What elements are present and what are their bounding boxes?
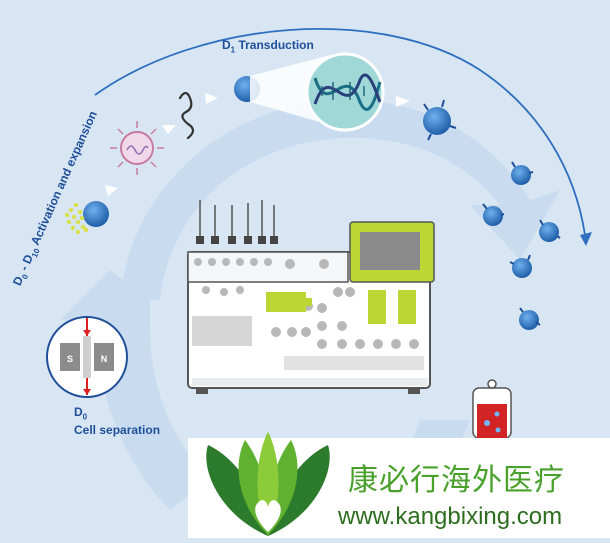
magnet-south-label: S: [67, 354, 73, 364]
virus-icon: [110, 121, 164, 175]
cell-processing-instrument: [187, 200, 435, 394]
brand-name: 康必行海外医疗: [348, 463, 565, 498]
day-number: 1: [230, 45, 236, 55]
day-number: 0: [82, 412, 88, 422]
cell-receptors: [423, 99, 561, 326]
magnet-north-label: N: [101, 354, 108, 364]
transduction-label: D1 Transduction: [222, 38, 314, 54]
cell-infusion-bag: [472, 379, 512, 439]
separation-label: Cell separation: [74, 423, 161, 437]
step-arrow: [162, 125, 176, 134]
step-arrow: [105, 185, 118, 196]
expanded-cells: [423, 107, 559, 330]
outer-arc-arrowhead: [580, 232, 592, 246]
brand-url: www.kangbixing.com: [338, 503, 563, 530]
lotus-logo-front: [206, 432, 330, 536]
separation-day-label: D0: [74, 405, 87, 421]
day-letter: D: [74, 405, 83, 419]
magnet-separation-icon: S N: [46, 316, 128, 398]
cell-with-beads: [64, 201, 109, 235]
step-name: Transduction: [238, 38, 314, 52]
step-arrow: [205, 93, 218, 104]
rna-strand: [178, 91, 195, 140]
day-letter: D: [222, 38, 231, 52]
outer-arc-arrow: [94, 28, 586, 236]
step-arrow: [396, 96, 410, 107]
dna-magnifier: [305, 52, 385, 132]
